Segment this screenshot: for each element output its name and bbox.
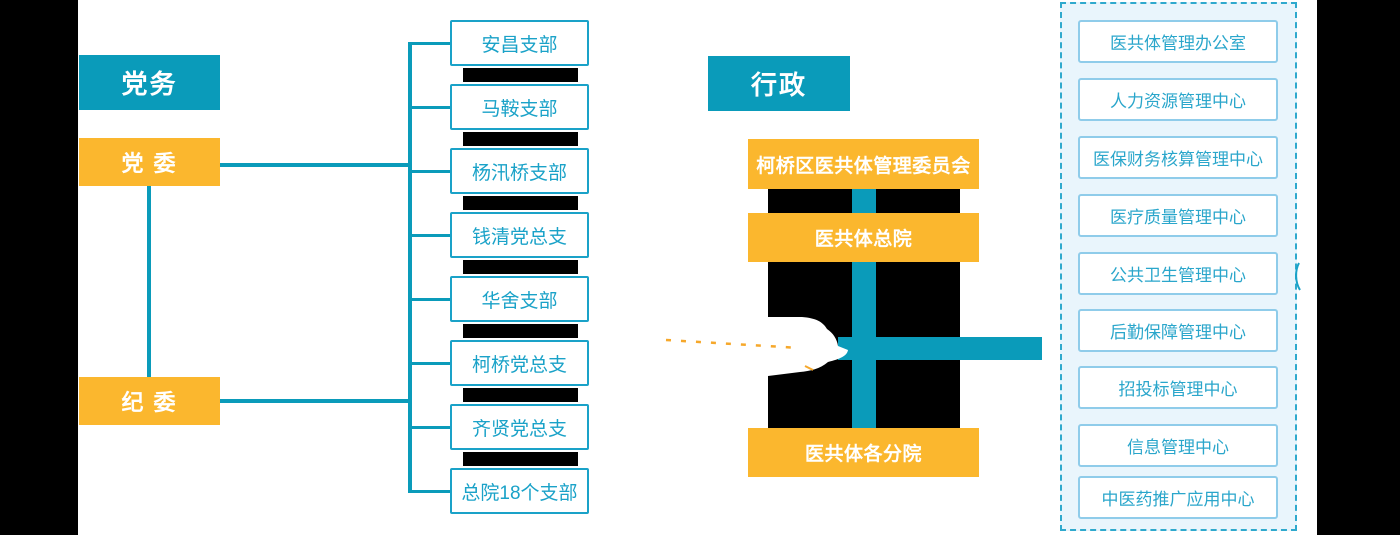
party-branch-box: 钱清党总支 bbox=[450, 212, 589, 258]
branch-connector bbox=[412, 490, 450, 493]
gap-bar bbox=[463, 452, 578, 466]
committee-horizontal-line bbox=[220, 163, 412, 167]
center-item: 后勤保障管理中心 bbox=[1078, 309, 1278, 352]
eraser-blob-artifact bbox=[665, 317, 848, 377]
party-branch-box: 齐贤党总支 bbox=[450, 404, 589, 450]
teal-squiggle-artifact bbox=[1295, 262, 1301, 291]
gap-bar bbox=[463, 324, 578, 338]
center-item: 医保财务核算管理中心 bbox=[1078, 136, 1278, 179]
party-branch-box: 华舍支部 bbox=[450, 276, 589, 322]
party-branch-box: 马鞍支部 bbox=[450, 84, 589, 130]
gap-bar bbox=[463, 132, 578, 146]
party-branch-box: 安昌支部 bbox=[450, 20, 589, 66]
branch-connector bbox=[412, 362, 450, 365]
orange-dash-tick bbox=[804, 365, 814, 371]
admin-section-header: 行政 bbox=[708, 56, 850, 111]
center-item: 招投标管理中心 bbox=[1078, 366, 1278, 409]
party-section-header: 党务 bbox=[79, 55, 220, 110]
discipline-horizontal-line bbox=[220, 399, 412, 403]
admin-branches-box: 医共体各分院 bbox=[748, 428, 979, 477]
party-branch-box: 总院18个支部 bbox=[450, 468, 589, 514]
centers-panel: 医共体管理办公室 人力资源管理中心 医保财务核算管理中心 医疗质量管理中心 公共… bbox=[1060, 2, 1297, 531]
branch-connector bbox=[412, 42, 450, 45]
gap-bar bbox=[463, 196, 578, 210]
party-branch-box: 杨汛桥支部 bbox=[450, 148, 589, 194]
party-committee-box: 党 委 bbox=[79, 138, 220, 186]
branch-connector bbox=[412, 234, 450, 237]
center-item: 信息管理中心 bbox=[1078, 424, 1278, 467]
branch-connector bbox=[412, 298, 450, 301]
left-void-band bbox=[0, 0, 78, 535]
center-item: 人力资源管理中心 bbox=[1078, 78, 1278, 121]
admin-to-centers-bar bbox=[838, 337, 1042, 360]
admin-hq-box: 医共体总院 bbox=[748, 213, 979, 262]
white-blob bbox=[760, 317, 848, 377]
committee-discipline-vertical-line bbox=[147, 186, 151, 377]
center-item: 公共卫生管理中心 bbox=[1078, 252, 1278, 295]
center-item: 中医药推广应用中心 bbox=[1078, 476, 1278, 519]
branch-connector bbox=[412, 170, 450, 173]
branch-connector bbox=[412, 426, 450, 429]
gap-bar bbox=[463, 388, 578, 402]
gap-bar bbox=[463, 260, 578, 274]
discipline-committee-box: 纪 委 bbox=[79, 377, 220, 425]
gap-bar bbox=[463, 68, 578, 82]
center-item: 医疗质量管理中心 bbox=[1078, 194, 1278, 237]
admin-committee-box: 柯桥区医共体管理委员会 bbox=[748, 139, 979, 189]
right-void-band bbox=[1317, 0, 1400, 535]
admin-vertical-strip bbox=[852, 189, 876, 213]
center-item: 医共体管理办公室 bbox=[1078, 20, 1278, 63]
branch-connector bbox=[412, 106, 450, 109]
party-branch-box: 柯桥党总支 bbox=[450, 340, 589, 386]
branch-trunk-line bbox=[408, 42, 412, 493]
